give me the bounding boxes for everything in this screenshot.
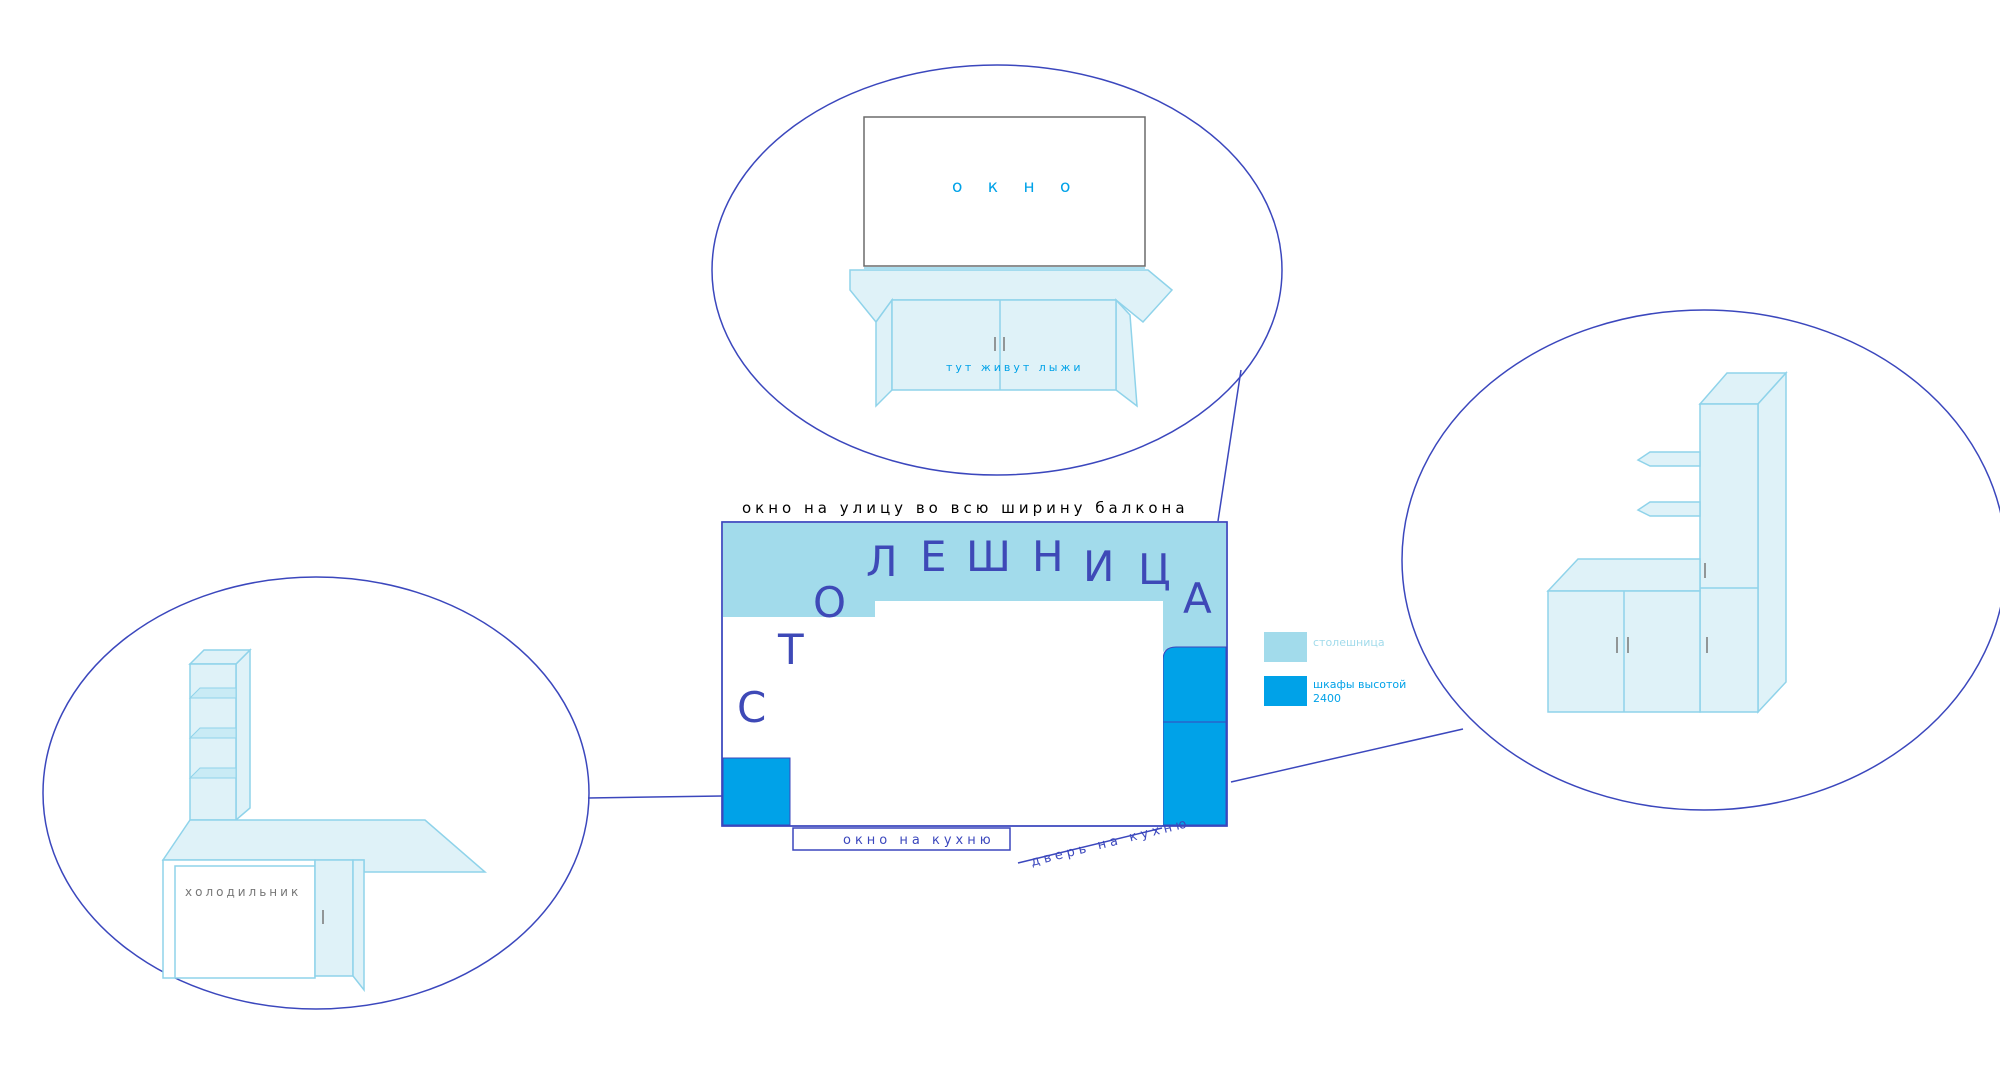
shelf-unit-side: [235, 648, 251, 822]
shelf-board: [188, 687, 237, 699]
kitchen-window-label: окно на кухню: [843, 833, 995, 848]
detail-ellipse-top: [711, 64, 1283, 476]
low-cabinet-top: [1546, 558, 1701, 592]
kitchen-window-box: [792, 827, 1011, 851]
fridge-label: холодильник: [185, 885, 301, 899]
countertop-letter: Ц: [1138, 545, 1171, 594]
connector-line-icon: [1217, 369, 1242, 522]
cabinet-right-top: [1162, 646, 1227, 723]
wall-shelf: [1636, 501, 1701, 517]
window-frame: [863, 116, 1146, 267]
legend-cabinets-label-2: 2400: [1313, 692, 1341, 705]
countertop-letter: Н: [1032, 532, 1064, 581]
detail-tall-cabinet: [1401, 309, 2000, 811]
wall-shelf: [1636, 451, 1701, 467]
fridge-niche: [162, 859, 316, 979]
tall-column-side: [1757, 371, 1787, 714]
fridge-outline: [174, 865, 315, 978]
shelf-board: [188, 727, 237, 739]
side-cabinet-side: [352, 859, 365, 993]
detail-ellipse-right: [1401, 309, 2000, 811]
ski-cabinet-label: тут живут лыжи: [946, 361, 1084, 374]
cabinet-right-side: [1115, 298, 1138, 408]
countertop-letter: Е: [920, 532, 947, 581]
cabinet-left: [722, 757, 791, 826]
tall-column-front: [1699, 403, 1759, 713]
connector-line-icon: [1230, 728, 1464, 783]
floor-plan: окно на улицу во всю ширину балкона С Т …: [721, 499, 1228, 870]
legend-cabinets-label: шкафы высотой: [1313, 678, 1406, 691]
shelf-board: [188, 767, 237, 779]
countertop-letter: И: [1083, 542, 1114, 591]
kitchen-door-line: [1017, 827, 1163, 864]
detail-window-cabinet: о к н о тут живут лыжи: [711, 64, 1283, 476]
countertop-letter: А: [1183, 574, 1212, 623]
legend-countertop-swatch: [1264, 632, 1307, 662]
countertop-letter: О: [813, 578, 846, 627]
inner-floor: [875, 601, 1163, 825]
legend-cabinets-swatch: [1264, 676, 1307, 706]
countertop-letter: Л: [866, 537, 898, 586]
cabinet-right-bottom: [1162, 721, 1227, 826]
side-cabinet-front: [314, 859, 354, 977]
connector-line-icon: [587, 795, 723, 799]
countertop-letter: Ш: [966, 532, 1011, 581]
legend: столешница шкафы высотой 2400: [1264, 632, 1406, 706]
legend-countertop-label: столешница: [1313, 636, 1385, 649]
window-label: о к н о: [952, 177, 1080, 197]
countertop-letter: Т: [777, 625, 804, 674]
countertop-letter: С: [737, 683, 766, 732]
connector-lines: [587, 369, 1464, 799]
street-window-label: окно на улицу во всю ширину балкона: [742, 499, 1189, 517]
detail-ellipse-left: [42, 576, 590, 1010]
detail-fridge-shelf: холодильник: [42, 576, 590, 1010]
shelf-unit-front: [189, 663, 237, 821]
balcony-border: [721, 521, 1228, 827]
